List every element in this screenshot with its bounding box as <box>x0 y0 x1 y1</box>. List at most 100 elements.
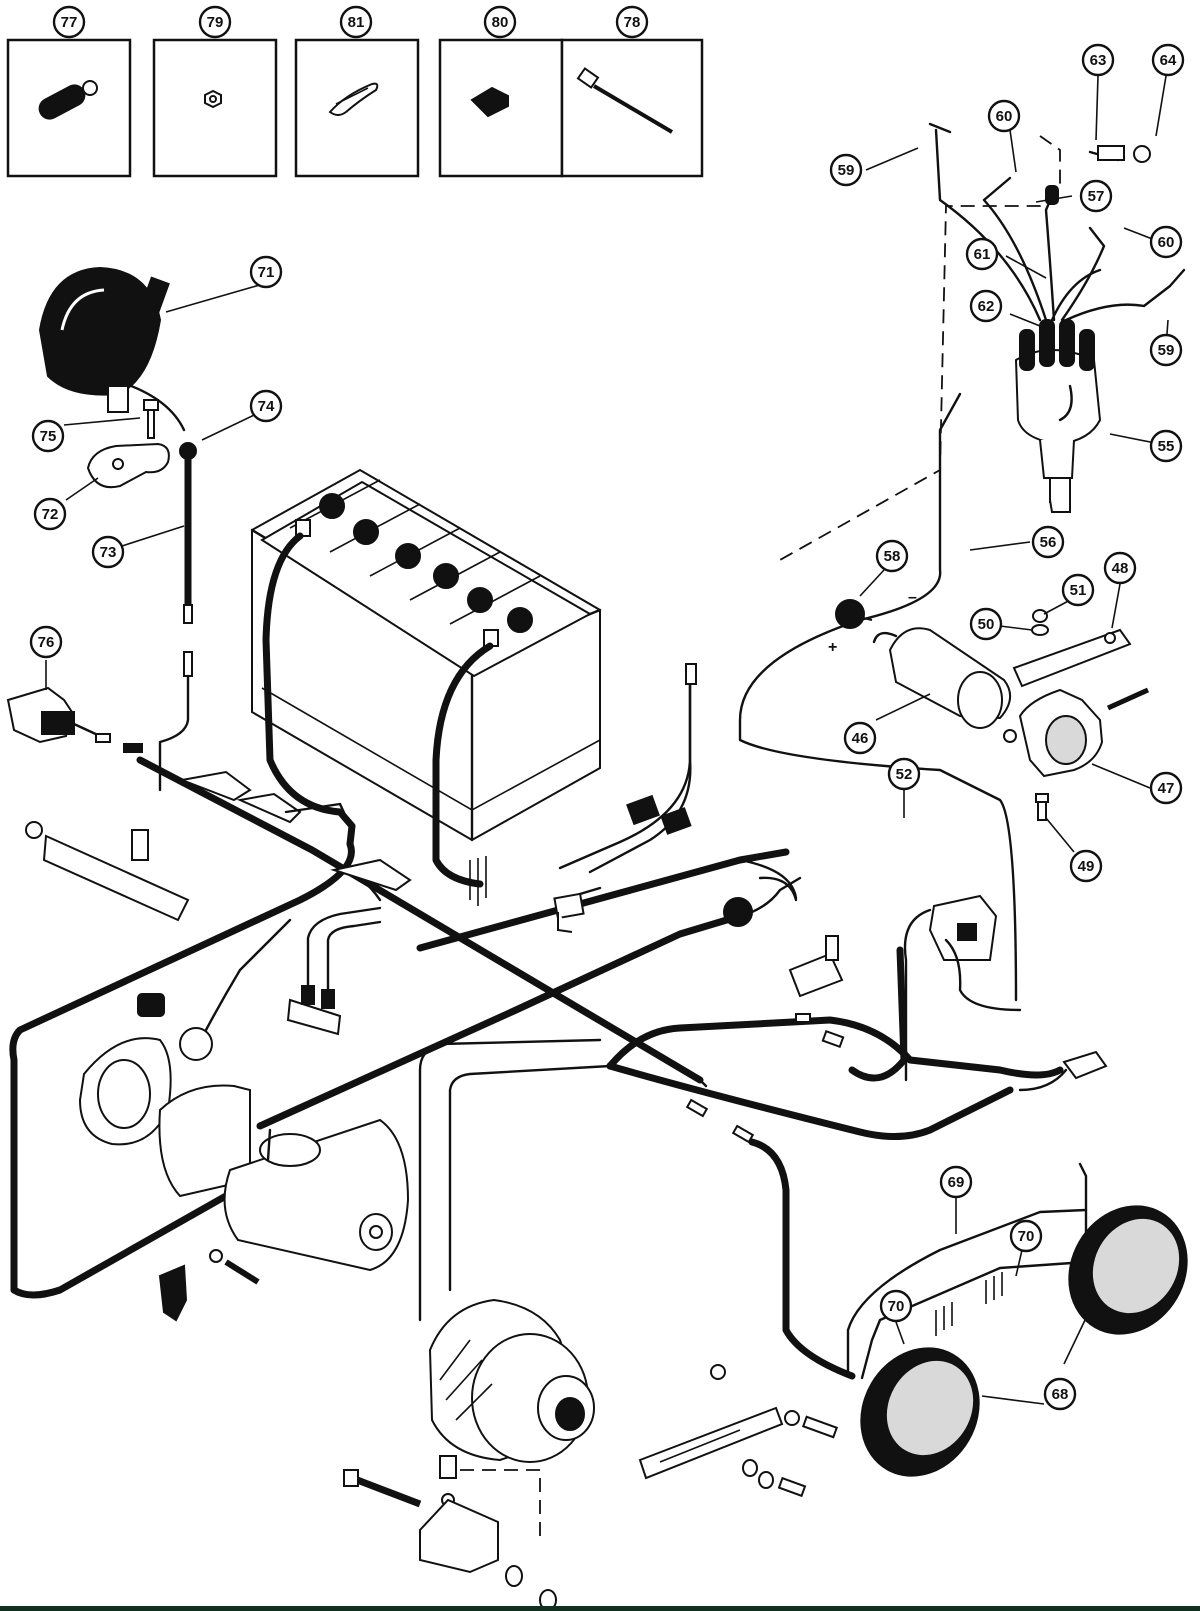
svg-text:72: 72 <box>42 506 59 523</box>
callout-63: 63 <box>1081 43 1115 77</box>
callout-51: 51 <box>1061 573 1095 607</box>
wire-clip-bracket <box>25 821 190 922</box>
callout-46: 46 <box>843 721 877 755</box>
rear-lamp-harness <box>846 1162 1088 1380</box>
lamp-bracket <box>86 442 170 489</box>
coil-positive-sign: + <box>828 639 837 656</box>
callout-58: 58 <box>875 539 909 573</box>
callout-61: 61 <box>965 237 999 271</box>
distributor <box>1014 319 1102 513</box>
starter-relay <box>286 906 382 1036</box>
svg-text:74: 74 <box>258 398 275 415</box>
callout-48: 48 <box>1103 551 1137 585</box>
svg-text:58: 58 <box>884 548 901 565</box>
alternator-bracket <box>343 1455 557 1611</box>
callout-69: 69 <box>939 1165 973 1199</box>
svg-text:79: 79 <box>207 14 224 31</box>
callout-59: 59 <box>1149 333 1183 367</box>
callout-62: 62 <box>969 289 1003 323</box>
callout-59: 59 <box>829 153 863 187</box>
svg-text:49: 49 <box>1078 858 1095 875</box>
starter-motor <box>158 1084 410 1272</box>
coil-clamp <box>1003 687 1150 778</box>
part-box-80 <box>438 38 564 178</box>
svg-text:77: 77 <box>61 14 78 31</box>
callout-71: 71 <box>249 255 283 289</box>
svg-text:70: 70 <box>1018 1228 1035 1245</box>
coil-negative-sign: – <box>908 589 917 606</box>
svg-text:75: 75 <box>40 428 57 445</box>
battery-cap <box>353 519 379 545</box>
svg-text:64: 64 <box>1160 52 1177 69</box>
svg-text:60: 60 <box>1158 234 1175 251</box>
footer-bar <box>0 1606 1200 1611</box>
callout-73: 73 <box>91 535 125 569</box>
svg-text:47: 47 <box>1158 780 1175 797</box>
battery <box>250 468 602 842</box>
temperature-sender <box>723 876 802 927</box>
svg-text:50: 50 <box>978 616 995 633</box>
callout-72: 72 <box>33 497 67 531</box>
callout-80: 80 <box>483 5 517 39</box>
svg-text:76: 76 <box>38 634 55 651</box>
svg-text:52: 52 <box>896 766 913 783</box>
callout-70: 70 <box>1009 1219 1043 1253</box>
lamp-harness <box>158 456 193 792</box>
callout-76: 76 <box>29 625 63 659</box>
svg-text:80: 80 <box>492 14 509 31</box>
clamp-bolt <box>1035 793 1049 821</box>
battery-cap <box>395 543 421 569</box>
condenser-plug <box>1088 145 1151 163</box>
svg-text:70: 70 <box>888 1298 905 1315</box>
callout-78: 78 <box>615 5 649 39</box>
nut-icon <box>204 89 222 109</box>
svg-text:56: 56 <box>1040 534 1057 551</box>
svg-text:62: 62 <box>978 298 995 315</box>
svg-text:46: 46 <box>852 730 869 747</box>
starter-button <box>137 993 165 1017</box>
part-box-81 <box>294 38 420 178</box>
callout-64: 64 <box>1151 43 1185 77</box>
callout-57: 57 <box>1079 179 1113 213</box>
rear-lamp <box>1068 1205 1188 1335</box>
part-box-78 <box>560 38 704 178</box>
temp-switch <box>1018 1050 1108 1092</box>
rear-lamp <box>860 1347 980 1477</box>
svg-text:81: 81 <box>348 14 365 31</box>
svg-text:63: 63 <box>1090 52 1107 69</box>
light-switch <box>6 686 143 753</box>
callout-70: 70 <box>879 1289 913 1323</box>
upper-harness <box>256 848 1064 1141</box>
alternator <box>428 1298 595 1463</box>
sender-wires <box>553 663 802 933</box>
mounting-bolt <box>143 399 159 439</box>
svg-text:60: 60 <box>996 108 1013 125</box>
svg-text:48: 48 <box>1112 560 1129 577</box>
callout-56: 56 <box>1031 525 1065 559</box>
svg-text:73: 73 <box>100 544 117 561</box>
tie-strap-icon <box>576 67 675 134</box>
svg-text:57: 57 <box>1088 188 1105 205</box>
clamp-icon <box>470 86 509 118</box>
svg-text:78: 78 <box>624 14 641 31</box>
harness-clip <box>330 858 412 892</box>
callout-49: 49 <box>1069 849 1103 883</box>
battery-cap <box>507 607 533 633</box>
svg-text:55: 55 <box>1158 438 1175 455</box>
callout-60: 60 <box>1149 225 1183 259</box>
harness-clip <box>178 770 354 832</box>
voltage-regulator <box>848 894 1022 1082</box>
work-lamp <box>38 266 186 432</box>
starter-bolt <box>209 1249 260 1285</box>
callout-75: 75 <box>31 419 65 453</box>
svg-text:71: 71 <box>258 264 275 281</box>
svg-text:59: 59 <box>1158 342 1175 359</box>
svg-text:59: 59 <box>838 162 855 179</box>
clip-icon <box>328 82 379 116</box>
main-harness <box>136 756 856 1380</box>
callout-68: 68 <box>1043 1377 1077 1411</box>
callout-74: 74 <box>249 389 283 423</box>
callout-60: 60 <box>987 99 1021 133</box>
battery-cap <box>433 563 459 589</box>
